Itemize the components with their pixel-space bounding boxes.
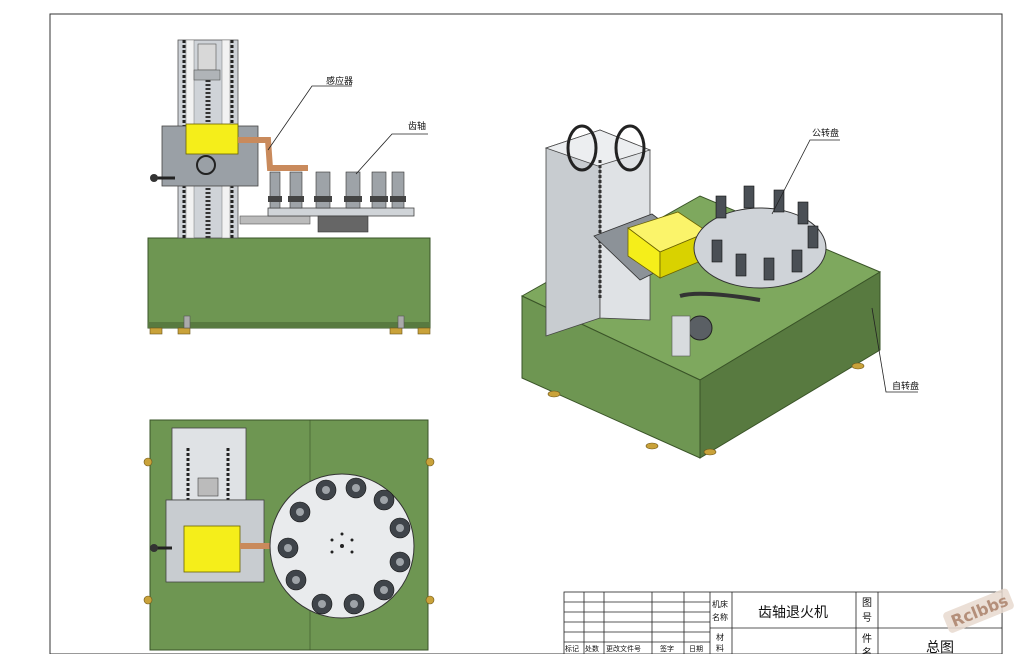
machine-name-label-1: 机床 — [712, 599, 728, 609]
front-turntable — [267, 207, 415, 217]
sensor-leader — [267, 85, 352, 151]
part-name: 总图 — [926, 640, 954, 654]
top-view — [143, 419, 435, 651]
rotating-disk-leader — [871, 307, 918, 393]
machine-name-label-2: 名称 — [712, 612, 728, 622]
material-label-1: 材 — [716, 632, 724, 642]
machine-name: 齿轴退火机 — [758, 605, 828, 621]
title-block — [563, 591, 1003, 654]
top-transformer — [183, 525, 241, 573]
material-label-2: 料 — [716, 643, 724, 653]
front-base — [147, 237, 431, 329]
iso-feet — [547, 362, 865, 456]
front-transformer — [185, 123, 239, 155]
front-view: 感应器 齿轴 — [147, 39, 431, 335]
gear-shaft-leader — [355, 133, 428, 175]
title-block-text: 机床 名称 齿轴退火机 图 号 材 料 件 名 总图 标记 处数 更改文件号 签… — [565, 597, 954, 654]
rev-header-count: 处数 — [585, 644, 599, 653]
drawing-border — [49, 13, 1003, 654]
rotating-disk-callout: 自转盘 — [892, 380, 919, 392]
rev-header-date: 日期 — [689, 645, 703, 653]
revolving-disk-leader — [771, 139, 840, 215]
sensor-callout: 感应器 — [326, 75, 353, 87]
rev-header-mark: 标记 — [565, 644, 579, 653]
part-label-1: 件 — [862, 633, 872, 645]
part-label-2: 名 — [862, 646, 872, 654]
rev-header-file: 更改文件号 — [606, 644, 641, 653]
gear-shaft-callout: 齿轴 — [408, 120, 426, 132]
rev-header-sign: 签字 — [660, 644, 674, 653]
isometric-view: 公转盘 自转盘 — [520, 124, 919, 459]
drawing-no-label-2: 号 — [862, 612, 872, 624]
revolving-disk-callout: 公转盘 — [812, 127, 839, 139]
drawing-no-label-1: 图 — [862, 597, 872, 609]
front-feet — [149, 315, 431, 335]
front-gear-shafts — [269, 171, 405, 209]
